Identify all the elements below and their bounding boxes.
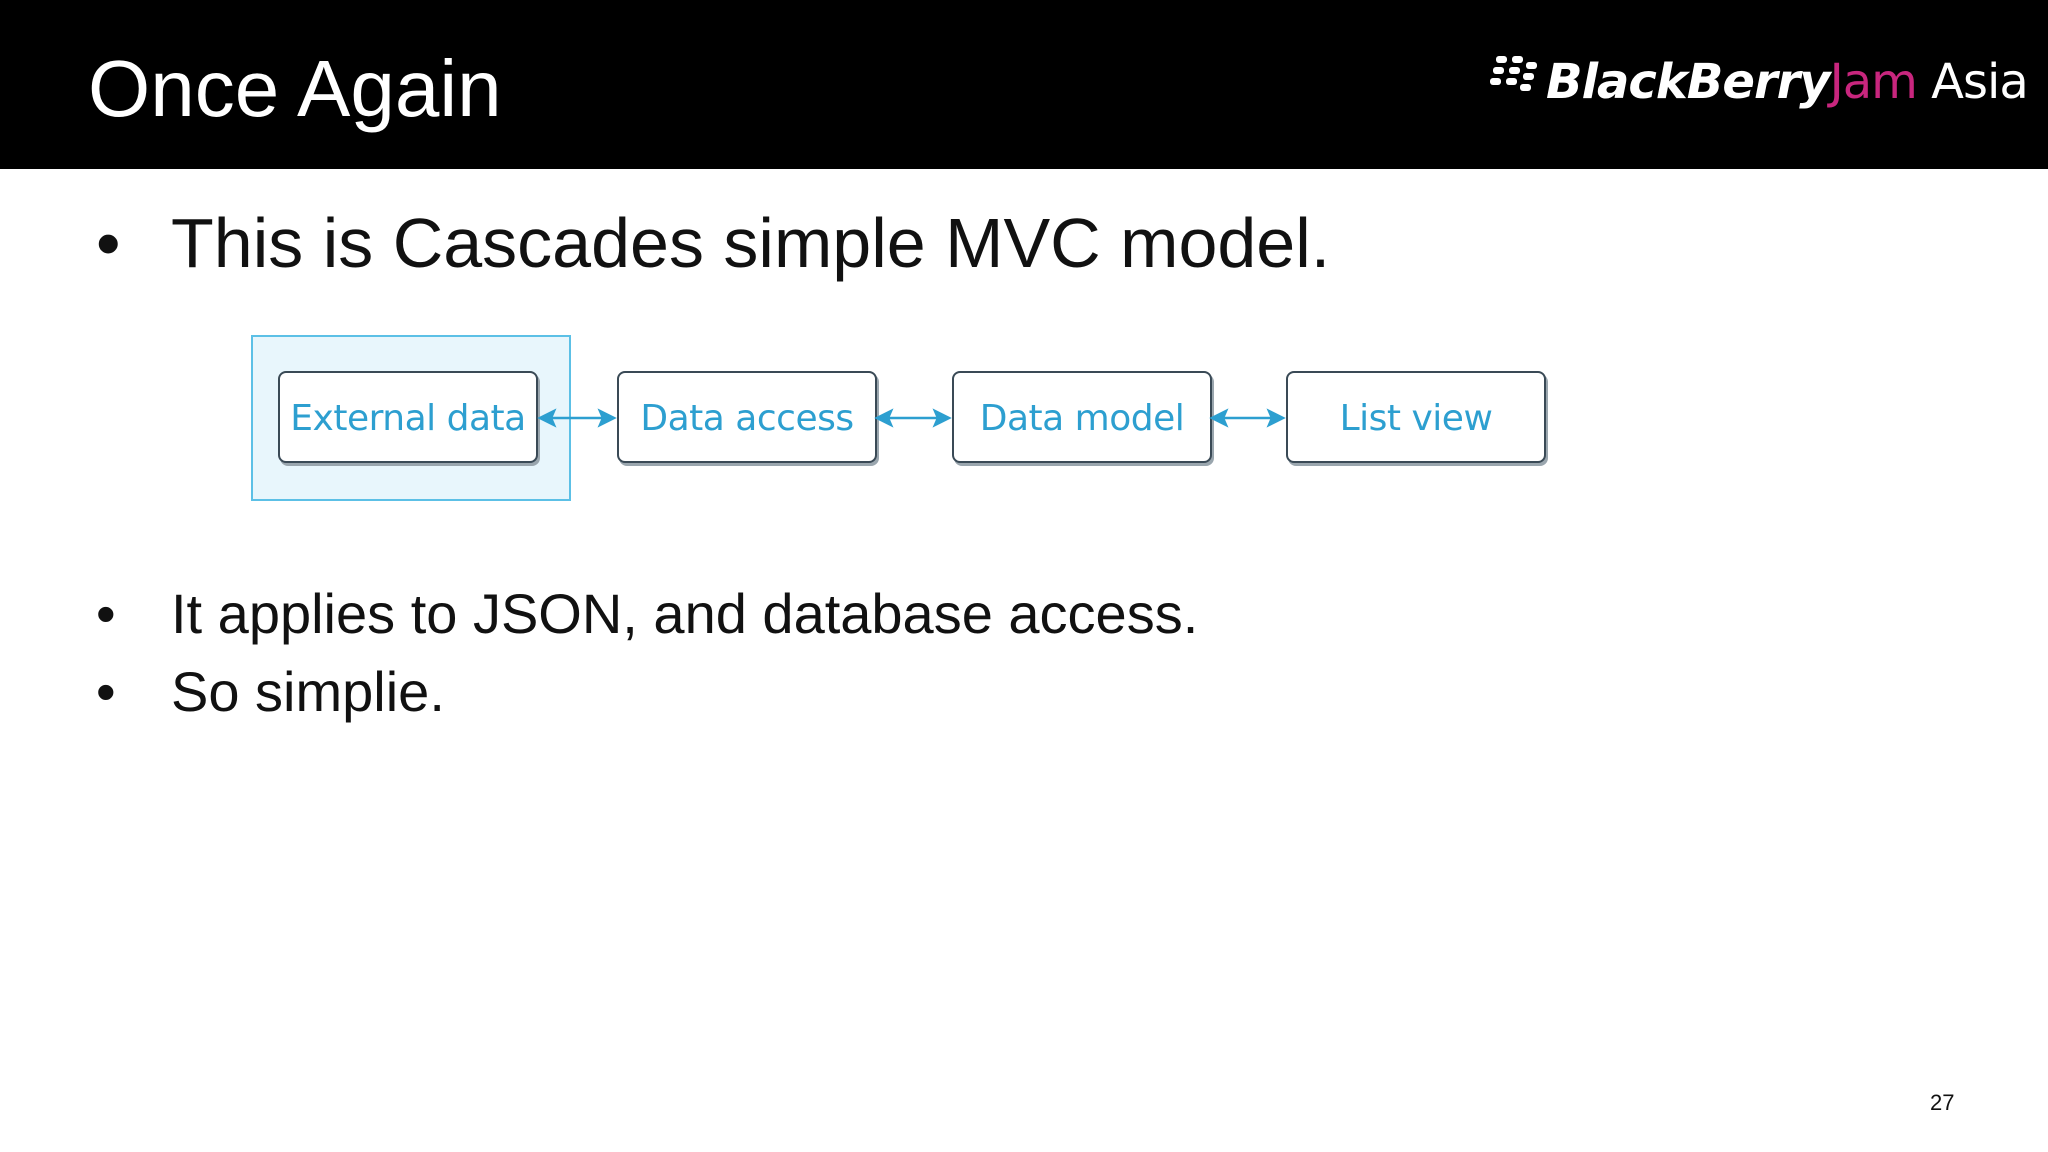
bullet-dot-icon: •	[96, 582, 116, 645]
bullet-dot-icon: •	[96, 660, 116, 723]
double-arrow-icon	[1209, 408, 1286, 428]
logo-jam: Jam	[1829, 54, 1918, 110]
blackberry-jam-asia-logo: BlackBerryJam Asia	[1488, 52, 2029, 112]
page-number: 27	[1930, 1090, 1955, 1115]
node-external-data: External data	[278, 371, 538, 463]
bullet-text: It applies to JSON, and database access.	[171, 582, 1199, 645]
bullet-dot-icon: •	[96, 204, 121, 282]
diagram-arrows	[537, 408, 1286, 428]
bullet-text: So simplie.	[171, 660, 445, 723]
logo-brand: BlackBerry	[1546, 54, 1831, 110]
bullet-text: This is Cascades simple MVC model.	[171, 204, 1331, 282]
logo-wordmark: BlackBerryJam Asia	[1546, 52, 2029, 112]
node-list-view: List view	[1286, 371, 1546, 463]
slide-title: Once Again	[88, 44, 502, 133]
blackberry-logo-icon	[1490, 56, 1537, 91]
node-data-access: Data access	[617, 371, 877, 463]
double-arrow-icon	[874, 408, 952, 428]
slide-header: Once Again BlackBerryJam Asia	[0, 0, 2048, 169]
logo-region: Asia	[1931, 54, 2029, 110]
double-arrow-icon	[537, 408, 617, 428]
node-data-model: Data model	[952, 371, 1212, 463]
mvc-diagram: External data Data access Data model Lis…	[250, 334, 1550, 504]
